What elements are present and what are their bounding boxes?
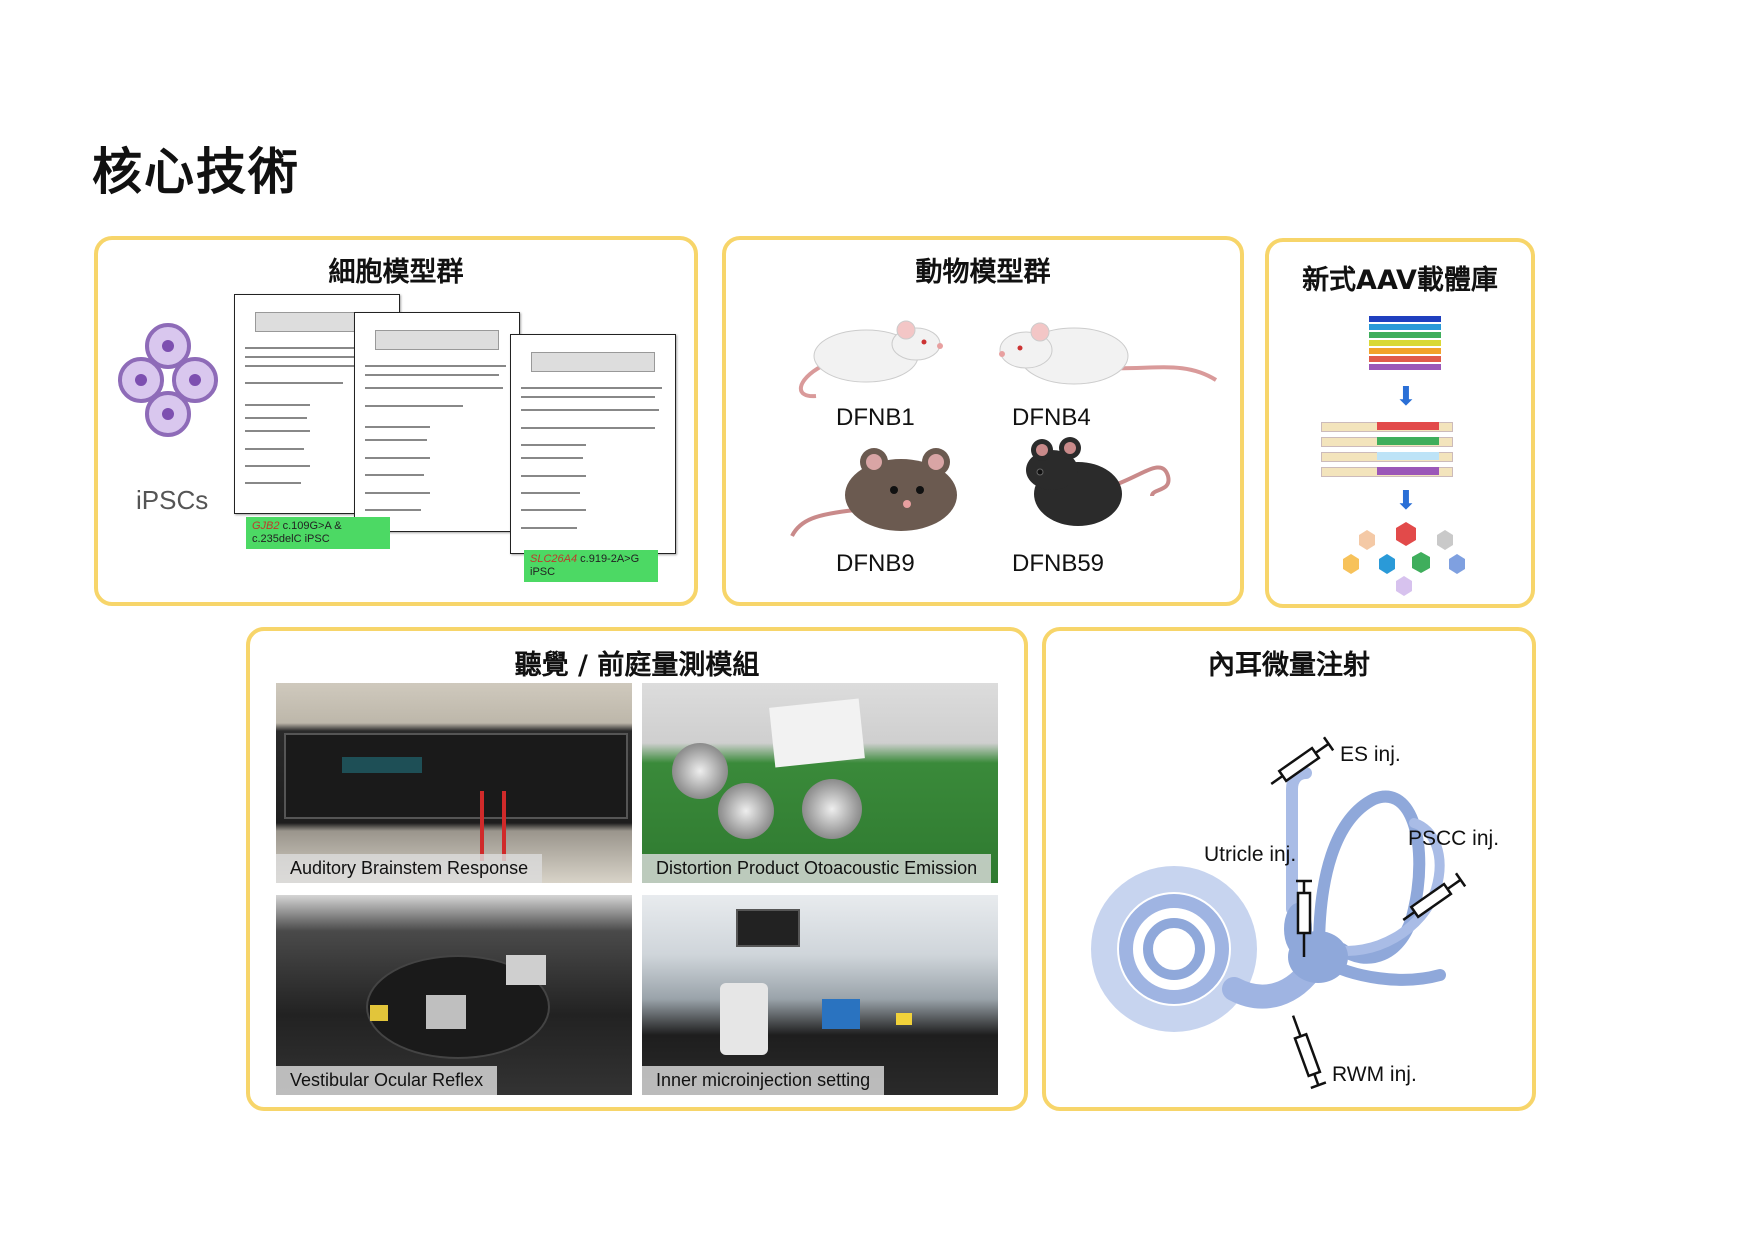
dpoae-photo: Distortion Product Otoacoustic Emission (642, 683, 998, 883)
rwm-inj-label: RWM inj. (1332, 1063, 1417, 1086)
measure-panel-title: 聽覺 / 前庭量測模組 (514, 650, 760, 681)
gjb2-variant: c.109G>A & (279, 520, 342, 532)
library-plasmids (1321, 420, 1453, 488)
down-arrow-icon: ⬇ (1395, 382, 1417, 412)
black-mouse-dfnb59-icon (1026, 437, 1171, 526)
abr-photo: Auditory Brainstem Response (276, 683, 632, 883)
aav-panel-title: 新式AAV載體庫 (1302, 265, 1498, 296)
microinjection-photo: Inner microinjection setting (642, 895, 998, 1095)
white-mouse-dfnb4-icon (999, 322, 1218, 385)
utricle-inj-label: Utricle inj. (1204, 843, 1297, 866)
gjb2-gene-name: GJB2 (252, 520, 280, 532)
dfnb59-label: DFNB59 (1012, 550, 1105, 577)
gjb2-ipsc-tag: GJB2 c.109G>A & c.235delC iPSC (246, 517, 390, 549)
es-syringe-icon (1270, 736, 1335, 785)
es-inj-label: ES inj. (1340, 743, 1401, 766)
ipsc-label: iPSCs (136, 485, 209, 515)
paper-thumbnail-3 (510, 334, 676, 554)
utricle-syringe-icon (1296, 879, 1312, 957)
vor-photo: Vestibular Ocular Reflex (276, 895, 632, 1095)
paper-thumbnail-2 (354, 312, 520, 532)
cell-model-panel: 細胞模型群 iPSCs GJB2 c.109G>A (94, 236, 698, 606)
white-mouse-dfnb1-icon (798, 320, 943, 399)
dpoae-caption: Distortion Product Otoacoustic Emission (642, 854, 992, 883)
inner-ear-injection-panel: 內耳微量注射 (1042, 627, 1536, 1111)
slc26a4-variant: c.919-2A>G iPSC (530, 553, 640, 578)
page-title: 核心技術 (92, 143, 300, 201)
down-arrow-icon-2: ⬇ (1395, 486, 1417, 516)
pscc-inj-label: PSCC inj. (1408, 827, 1500, 850)
ipsc-cluster-icon (118, 323, 218, 437)
slc26a4-ipsc-tag: SLC26A4 c.919-2A>G iPSC (524, 550, 658, 582)
aav-library-panel: 新式AAV載體庫 ⬇ ⬇ (1265, 238, 1535, 608)
abr-caption: Auditory Brainstem Response (276, 854, 543, 883)
dfnb1-label: DFNB1 (836, 404, 915, 431)
cell-panel-title: 細胞模型群 (328, 257, 464, 288)
brown-mouse-dfnb9-icon (790, 448, 957, 537)
dfnb4-label: DFNB4 (1012, 404, 1091, 431)
animal-model-panel: 動物模型群 DFNB1 DFNB4 DFNB9 DFNB59 (722, 236, 1244, 606)
microinjection-caption: Inner microinjection setting (642, 1066, 885, 1095)
slc26a4-gene-name: SLC26A4 (530, 553, 578, 565)
rwm-syringe-icon (1291, 1015, 1327, 1090)
animal-panel-title: 動物模型群 (915, 257, 1051, 288)
aav-capsid-icons (1343, 522, 1465, 596)
gjb2-variant-line2: c.235delC iPSC (252, 533, 330, 545)
measurement-module-panel: 聽覺 / 前庭量測模組 Auditory Brainstem Response … (246, 627, 1028, 1111)
pscc-syringe-icon (1402, 872, 1467, 921)
injection-panel-title: 內耳微量注射 (1208, 650, 1370, 681)
vor-caption: Vestibular Ocular Reflex (276, 1066, 498, 1095)
dfnb9-label: DFNB9 (836, 550, 915, 577)
